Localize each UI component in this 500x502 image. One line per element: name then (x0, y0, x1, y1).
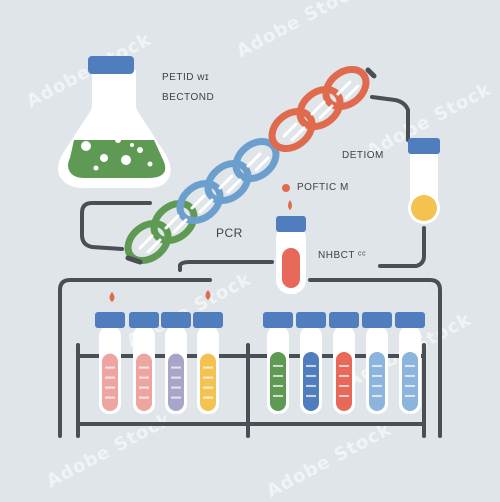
rack-test-tube (395, 312, 425, 414)
position-label: POFTIC M (297, 182, 349, 193)
erlenmeyer-flask (58, 56, 171, 188)
detection-label: DETIOM (342, 150, 384, 161)
rack-right-frame (308, 278, 442, 438)
rack-test-tube (263, 312, 293, 414)
connector-helix-to-detector (370, 95, 410, 142)
connector-pcr-bracket (178, 260, 274, 272)
rack-test-tube (193, 312, 223, 414)
nhbct-label: NHBCT ᶜᶜ (318, 250, 367, 261)
sample-tube-icon (276, 216, 306, 294)
rack-test-tube (129, 312, 159, 414)
flask-cap-icon (88, 56, 134, 74)
bubbles-icon (81, 137, 153, 171)
base-pairs (138, 80, 360, 254)
flask-label-bottom: BECTOND (162, 92, 215, 103)
rack-test-tube (329, 312, 359, 414)
flask-label-top: PETID ᴡɪ (162, 72, 210, 83)
dna-helix-icon (124, 65, 377, 265)
rack-test-tube (161, 312, 191, 414)
droplet-icon (109, 184, 292, 302)
rack-test-tube (95, 312, 125, 414)
rack-test-tube (296, 312, 326, 414)
rack-left-frame (58, 278, 114, 438)
connector-detector-down (378, 226, 426, 268)
rack-test-tube (362, 312, 392, 414)
rack-tubes (95, 312, 425, 414)
pcr-label: PCR (216, 226, 243, 240)
connector-helix-left (80, 201, 152, 251)
detector-tube-icon (408, 138, 440, 224)
